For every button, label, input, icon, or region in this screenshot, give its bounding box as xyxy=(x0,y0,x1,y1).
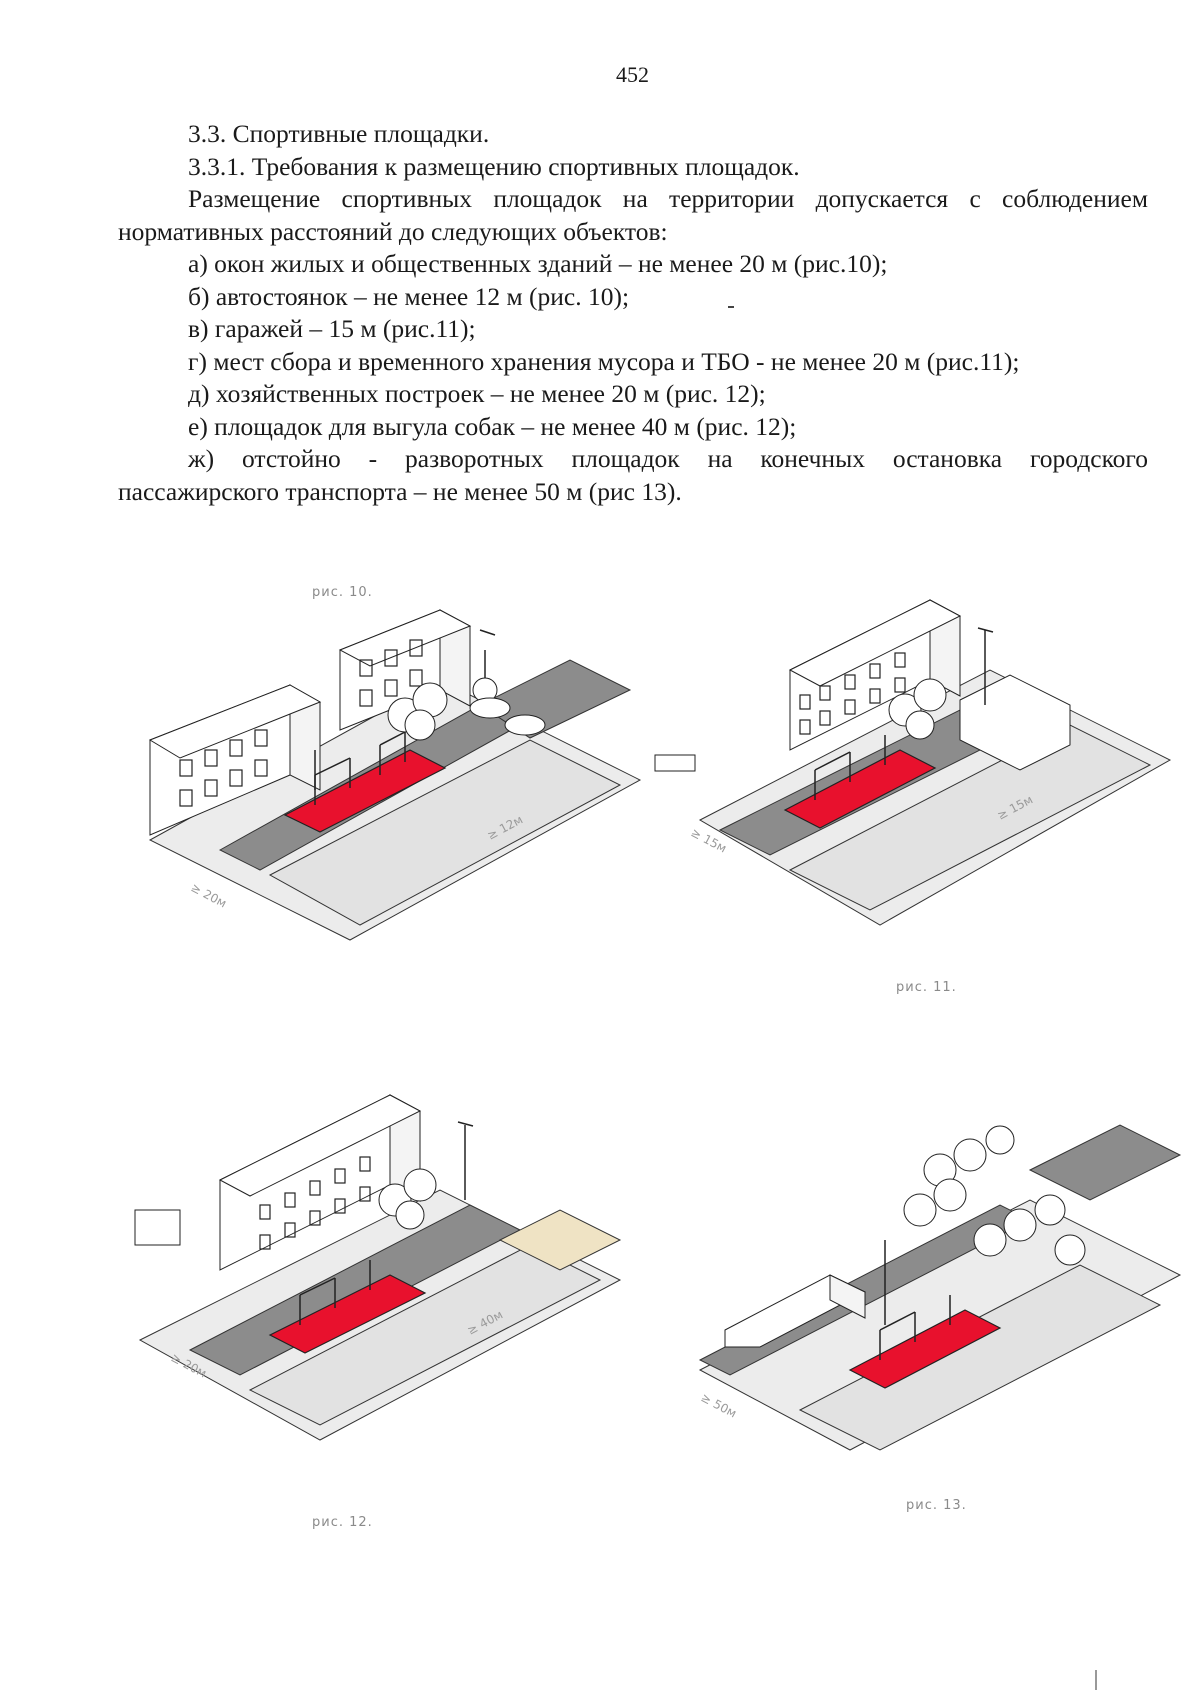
intro-paragraph: Размещение спортивных площадок на террит… xyxy=(118,184,1148,246)
requirement-e: е) площадок для выгула собак – не менее … xyxy=(188,411,797,441)
requirement-d: д) хозяйственных построек – не менее 20 … xyxy=(188,379,766,408)
section-title: 3.3. Спортивные площадки. xyxy=(188,119,490,148)
fig11-caption: рис. 11. xyxy=(896,980,957,995)
page-number: 452 xyxy=(616,62,649,87)
fig10-caption: рис. 10. xyxy=(312,585,373,600)
figure-10: ≥ 20м ≥ 12м xyxy=(148,590,642,950)
requirement-b: б) автостоянок – не менее 12 м (рис. 10)… xyxy=(188,281,630,311)
document-text: 3.3. Спортивные площадки. 3.3.1. Требова… xyxy=(118,118,1148,508)
fig13-distance-left: ≥ 50м xyxy=(699,1390,739,1420)
requirement-zh-line1: ж) отстойно - разворотных площадок на ко… xyxy=(188,444,1148,473)
fig13-caption: рис. 13. xyxy=(906,1498,967,1513)
requirement-a: а) окон жилых и общественных зданий – не… xyxy=(188,249,888,278)
stray-mark xyxy=(728,306,734,308)
requirement-zh-line2: пассажирского транспорта – не менее 50 м… xyxy=(118,476,682,506)
figure-12: ≥ 20м ≥ 40м xyxy=(134,1094,622,1480)
edge-mark xyxy=(1095,1670,1097,1690)
subsection-title: 3.3.1. Требования к размещению спортивны… xyxy=(188,151,800,181)
fig10-distance-left: ≥ 20м xyxy=(189,880,229,910)
requirement-g: г) мест сбора и временного хранения мусо… xyxy=(188,346,1020,376)
figure-13: ≥ 50м xyxy=(699,1124,1182,1500)
fig12-caption: рис. 12. xyxy=(312,1515,373,1530)
figure-11: ≥ 15м ≥ 15м xyxy=(654,590,1172,950)
requirement-v: в) гаражей – 15 м (рис.11); xyxy=(188,314,476,343)
